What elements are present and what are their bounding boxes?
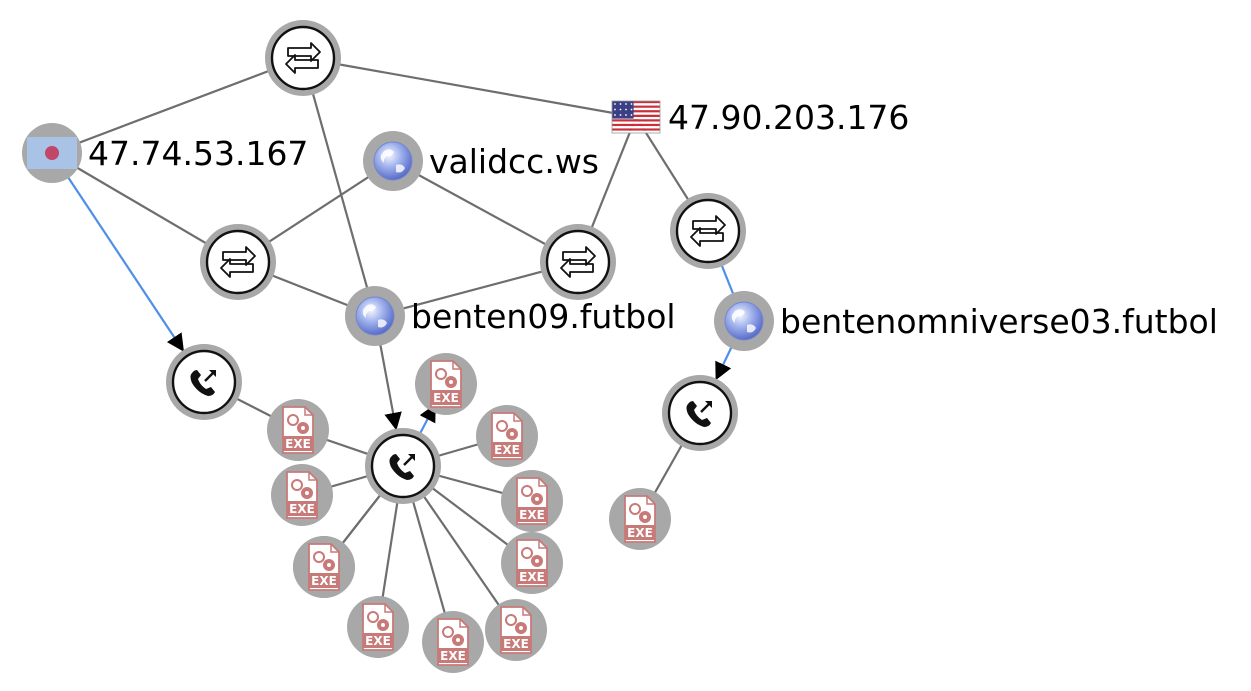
phone-callback-icon bbox=[190, 370, 216, 396]
node-relay-right[interactable] bbox=[670, 193, 746, 269]
node-exe-8[interactable]: EXE bbox=[293, 536, 355, 598]
node-label: benten09.futbol bbox=[411, 297, 676, 336]
node-exe-3[interactable]: EXE bbox=[476, 405, 538, 467]
exe-file-icon: EXE bbox=[286, 471, 318, 519]
edge-relay-top-to-ip-us bbox=[302, 56, 637, 119]
exe-file-icon: EXE bbox=[491, 412, 523, 460]
node-label: 47.90.203.176 bbox=[668, 98, 909, 137]
node-label: bentenomniverse03.futbol bbox=[780, 302, 1218, 341]
exe-file-icon: EXE bbox=[516, 477, 548, 525]
node-call-center[interactable] bbox=[365, 428, 441, 504]
node-exe-10[interactable]: EXE bbox=[422, 611, 484, 673]
japan-flag-icon bbox=[27, 137, 77, 169]
globe-icon bbox=[355, 296, 395, 336]
exe-file-icon: EXE bbox=[430, 360, 462, 408]
node-relay-top[interactable] bbox=[265, 20, 341, 96]
node-exe-9[interactable]: EXE bbox=[347, 596, 409, 658]
node-ip-us[interactable]: 47.90.203.176 bbox=[611, 98, 909, 137]
exe-label: EXE bbox=[433, 391, 459, 405]
us-flag-icon bbox=[611, 100, 661, 134]
node-domain-validcc[interactable]: validcc.ws bbox=[363, 131, 599, 191]
node-exe-2[interactable]: EXE bbox=[267, 399, 329, 461]
exe-label: EXE bbox=[440, 649, 466, 663]
exe-label: EXE bbox=[494, 443, 520, 457]
exe-label: EXE bbox=[519, 508, 545, 522]
exe-label: EXE bbox=[311, 574, 337, 588]
phone-callback-icon bbox=[686, 401, 712, 427]
phone-callback-icon bbox=[389, 454, 415, 480]
edge-ip-jp-to-call-left bbox=[51, 152, 184, 352]
globe-icon bbox=[373, 141, 413, 181]
node-exe-6[interactable]: EXE bbox=[501, 532, 563, 594]
node-domain-benten09[interactable]: benten09.futbol bbox=[345, 286, 676, 346]
edge-relay-top-to-domain-benten09 bbox=[301, 57, 377, 317]
transfer-icon bbox=[220, 246, 256, 278]
node-ip-jp[interactable]: 47.74.53.167 bbox=[22, 123, 308, 183]
edge-relay-top-to-ip-jp bbox=[51, 56, 304, 155]
node-exe-11[interactable]: EXE bbox=[485, 599, 547, 661]
exe-file-icon: EXE bbox=[362, 603, 394, 651]
node-domain-bentenomniverse[interactable]: bentenomniverse03.futbol bbox=[714, 291, 1218, 351]
transfer-icon bbox=[560, 246, 596, 278]
exe-file-icon: EXE bbox=[500, 606, 532, 654]
node-relay-left[interactable] bbox=[200, 224, 276, 300]
node-exe-12[interactable]: EXE bbox=[609, 488, 671, 550]
nodes-layer: 47.74.53.167 47.90.203.176 validcc.ws bente… bbox=[22, 20, 1218, 673]
exe-label: EXE bbox=[365, 634, 391, 648]
exe-file-icon: EXE bbox=[282, 406, 314, 454]
node-label: 47.74.53.167 bbox=[88, 134, 308, 173]
exe-label: EXE bbox=[627, 526, 653, 540]
transfer-icon bbox=[285, 42, 321, 74]
node-call-left[interactable] bbox=[166, 344, 242, 420]
exe-label: EXE bbox=[503, 637, 529, 651]
node-relay-mid[interactable] bbox=[540, 224, 616, 300]
globe-icon bbox=[724, 301, 764, 341]
transfer-icon bbox=[690, 215, 726, 247]
exe-file-icon: EXE bbox=[624, 495, 656, 543]
exe-file-icon: EXE bbox=[437, 618, 469, 666]
exe-file-icon: EXE bbox=[308, 543, 340, 591]
node-exe-1[interactable]: EXE bbox=[415, 353, 477, 415]
node-exe-4[interactable]: EXE bbox=[271, 464, 333, 526]
exe-label: EXE bbox=[519, 570, 545, 584]
exe-label: EXE bbox=[285, 437, 311, 451]
exe-file-icon: EXE bbox=[516, 539, 548, 587]
node-exe-5[interactable]: EXE bbox=[501, 470, 563, 532]
node-label: validcc.ws bbox=[429, 142, 599, 181]
node-call-right[interactable] bbox=[662, 375, 738, 451]
exe-label: EXE bbox=[289, 502, 315, 516]
